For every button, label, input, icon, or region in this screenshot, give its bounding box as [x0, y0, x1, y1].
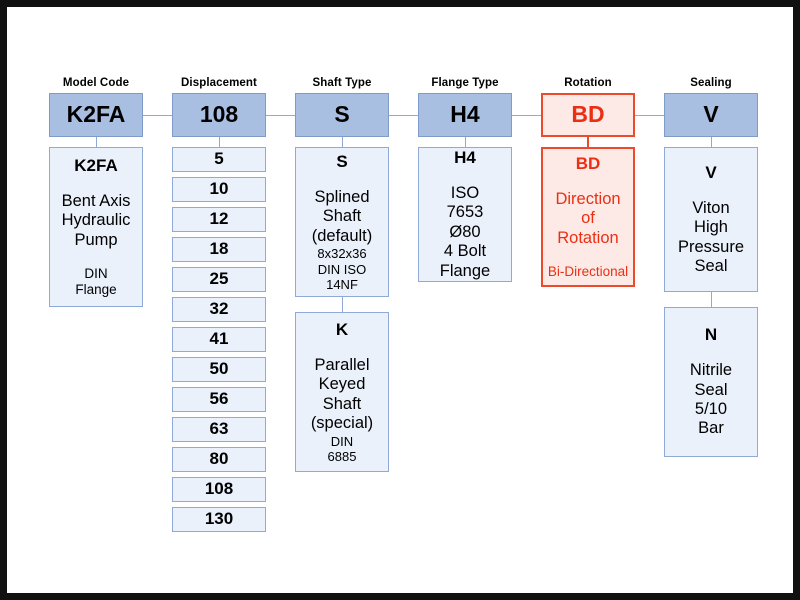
detail-code-h4: H4	[454, 147, 476, 167]
option-item-displacement-12[interactable]: 12	[172, 207, 266, 232]
option-item-displacement-80[interactable]: 80	[172, 447, 266, 472]
connector-horizontal-flange-type	[512, 115, 541, 116]
detail-code-bd: BD	[575, 153, 601, 173]
detail-code-v: V	[705, 162, 717, 182]
header-box-flange-type[interactable]: H4	[418, 93, 512, 137]
detail-note-bd: Bi-Directional	[547, 264, 629, 280]
connector-horizontal-rotation	[635, 115, 664, 116]
option-item-displacement-10[interactable]: 10	[172, 177, 266, 202]
option-item-displacement-32[interactable]: 32	[172, 297, 266, 322]
column-caption-displacement: Displacement	[181, 77, 257, 89]
connector-stub-sealing	[711, 137, 712, 147]
option-item-displacement-50[interactable]: 50	[172, 357, 266, 382]
connector-horizontal-model-code	[143, 115, 172, 116]
connector-stub-flange-type	[465, 137, 466, 147]
column-caption-sealing: Sealing	[690, 77, 732, 89]
column-caption-shaft-type: Shaft Type	[312, 77, 372, 89]
option-item-displacement-63[interactable]: 63	[172, 417, 266, 442]
detail-code-n: N	[704, 325, 718, 345]
header-box-shaft-type[interactable]: S	[295, 93, 389, 137]
connector-detail-sealing-1	[711, 292, 712, 307]
column-caption-model-code: Model Code	[62, 77, 130, 89]
connector-horizontal-displacement	[266, 115, 295, 116]
header-box-rotation[interactable]: BD	[541, 93, 635, 137]
detail-code-s: S	[336, 151, 348, 171]
option-item-displacement-130[interactable]: 130	[172, 507, 266, 532]
connector-stub-model-code	[96, 137, 97, 147]
connector-stub-displacement	[219, 137, 220, 147]
connector-horizontal-shaft-type	[389, 115, 418, 116]
option-item-displacement-108[interactable]: 108	[172, 477, 266, 502]
header-box-model-code[interactable]: K2FA	[49, 93, 143, 137]
detail-code-k: K	[335, 319, 349, 339]
connector-detail-shaft-type-1	[342, 297, 343, 312]
column-caption-rotation: Rotation	[564, 77, 612, 89]
connector-stub-shaft-type	[342, 137, 343, 147]
option-item-displacement-25[interactable]: 25	[172, 267, 266, 292]
header-box-displacement[interactable]: 108	[172, 93, 266, 137]
option-item-displacement-56[interactable]: 56	[172, 387, 266, 412]
connector-stub-rotation	[587, 137, 589, 147]
detail-code-k2fa: K2FA	[74, 155, 118, 175]
header-box-sealing[interactable]: V	[664, 93, 758, 137]
column-caption-flange-type: Flange Type	[431, 77, 499, 89]
option-item-displacement-41[interactable]: 41	[172, 327, 266, 352]
option-item-displacement-5[interactable]: 5	[172, 147, 266, 172]
option-item-displacement-18[interactable]: 18	[172, 237, 266, 262]
